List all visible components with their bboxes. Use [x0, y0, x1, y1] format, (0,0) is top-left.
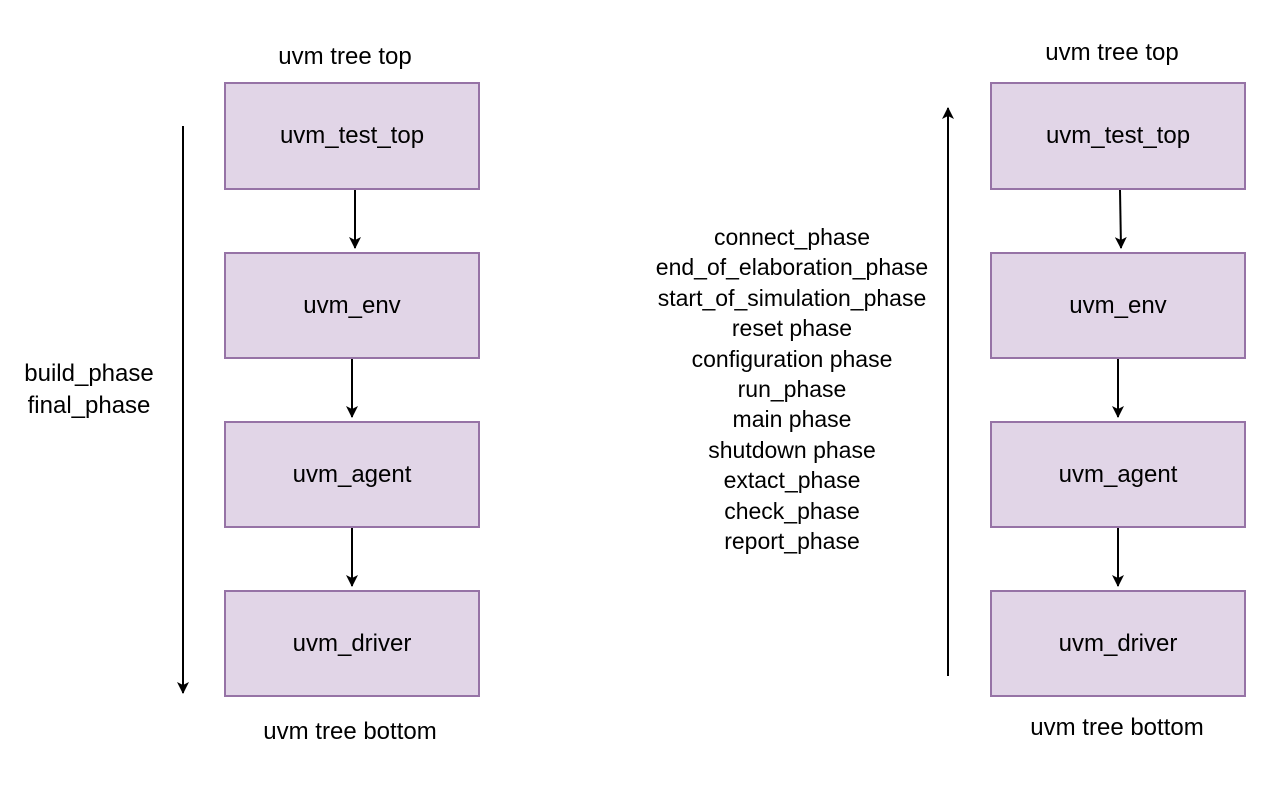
right-node-uvm-driver: uvm_driver	[990, 590, 1246, 697]
right-phase-item: reset phase	[731, 315, 853, 342]
left-node-label: uvm_test_top	[279, 122, 425, 149]
left-node-uvm-agent: uvm_agent	[224, 421, 480, 528]
right-phase-item: shutdown phase	[708, 436, 876, 463]
right-node-uvm-env: uvm_env	[990, 252, 1246, 359]
right-node-label: uvm_agent	[1058, 460, 1178, 488]
right-phase-item: check_phase	[724, 497, 860, 524]
right-node-label: uvm_env	[1069, 291, 1167, 319]
left-node-label: uvm_agent	[292, 460, 412, 488]
left-tree-bottom-label: uvm tree bottom	[263, 718, 437, 745]
left-phase-item: build_phase	[24, 360, 154, 387]
right-node-label: uvm_driver	[1058, 629, 1178, 657]
right-node-uvm-agent: uvm_agent	[990, 421, 1246, 528]
right-phase-item: connect_phase	[713, 224, 870, 250]
right-node-label: uvm_test_top	[1045, 122, 1191, 149]
left-node-uvm-env: uvm_env	[224, 252, 480, 359]
left-node-uvm-driver: uvm_driver	[224, 590, 480, 697]
left-node-label: uvm_env	[303, 291, 401, 319]
left-node-label: uvm_driver	[292, 629, 412, 657]
left-phase-item: final_phase	[27, 392, 151, 419]
right-node-uvm-test-top: uvm_test_top	[990, 82, 1246, 190]
right-phase-item: report_phase	[724, 527, 860, 554]
right-connector-arrow	[1114, 189, 1127, 249]
right-phase-item: run_phase	[737, 375, 847, 402]
right-phase-item: main phase	[732, 406, 852, 433]
left-tree-top-label: uvm tree top	[278, 43, 412, 70]
right-phase-item: configuration phase	[691, 345, 893, 372]
right-phase-item: end_of_elaboration_phase	[655, 254, 929, 281]
right-phase-item: extact_phase	[723, 467, 861, 494]
right-phase-item: start_of_simulation_phase	[657, 284, 927, 311]
left-phase-list: build_phase final_phase	[24, 358, 153, 422]
right-phase-list: connect_phase end_of_elaboration_phase s…	[656, 222, 928, 556]
right-tree-bottom-label: uvm tree bottom	[1030, 714, 1204, 741]
right-tree-top-label: uvm tree top	[1045, 39, 1179, 66]
left-node-uvm-test-top: uvm_test_top	[224, 82, 480, 190]
